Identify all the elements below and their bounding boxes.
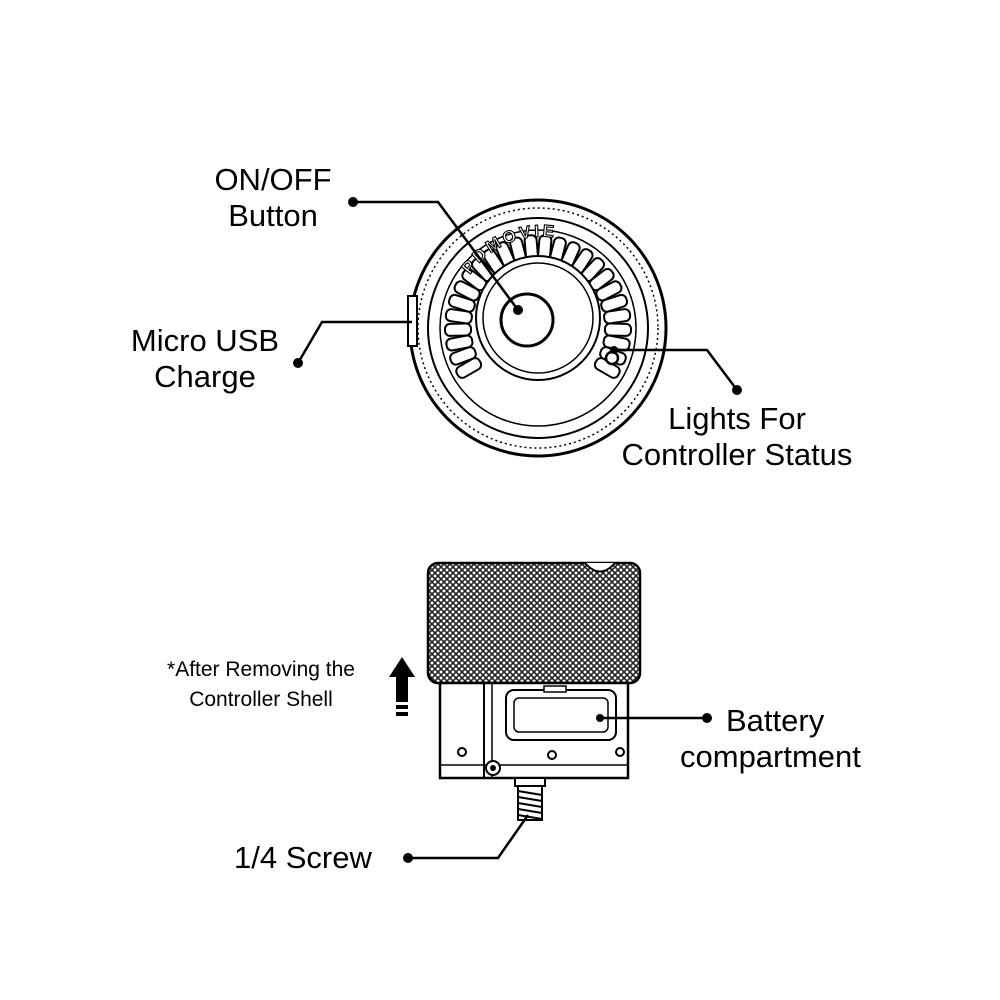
inner-rim bbox=[427, 217, 649, 439]
label-on-off-line2: Button bbox=[228, 198, 318, 233]
vent-slot bbox=[603, 322, 633, 337]
vent-slot bbox=[603, 308, 632, 325]
label-micro-usb-line2: Charge bbox=[154, 359, 256, 394]
label-shell-note: *After Removing the Controller Shell bbox=[136, 655, 386, 715]
label-note-line2: Controller Shell bbox=[189, 688, 333, 711]
vent-slot bbox=[447, 293, 476, 313]
leader-screw bbox=[408, 814, 530, 860]
label-lights-line2: Controller Status bbox=[621, 437, 853, 472]
side-leaders bbox=[408, 716, 707, 860]
label-note-line1: *After Removing the bbox=[167, 658, 355, 681]
vent-slot bbox=[600, 293, 629, 313]
vent-slot bbox=[449, 346, 477, 366]
label-screw: 1/4 Screw bbox=[234, 840, 372, 875]
status-light bbox=[604, 350, 620, 366]
top-leader-dots bbox=[293, 197, 742, 395]
button-surround-inner bbox=[482, 262, 594, 374]
side-leader-dots bbox=[403, 713, 712, 863]
leader-on-off bbox=[353, 200, 520, 311]
top-leaders bbox=[296, 200, 738, 391]
controller-side-view bbox=[426, 561, 642, 821]
label-battery: Battery compartment bbox=[680, 703, 900, 775]
label-micro-usb: Micro USB Charge bbox=[115, 323, 295, 395]
leader-lights bbox=[614, 348, 738, 391]
label-on-off-button: ON/OFF Button bbox=[198, 162, 348, 234]
label-battery-line2: compartment bbox=[680, 739, 861, 774]
up-arrow-icon bbox=[389, 657, 415, 716]
vent-slot bbox=[595, 280, 623, 302]
on-off-button bbox=[499, 292, 555, 348]
shell-notch bbox=[584, 562, 616, 573]
label-on-off-line1: ON/OFF bbox=[214, 162, 332, 197]
vent-slot bbox=[453, 280, 481, 302]
label-lights-line1: Lights For bbox=[668, 401, 806, 436]
vent-slot bbox=[455, 357, 483, 379]
label-micro-usb-line1: Micro USB bbox=[130, 323, 280, 358]
label-battery-line1: Battery bbox=[726, 703, 825, 738]
leader-micro-usb bbox=[296, 320, 412, 364]
face-ring bbox=[439, 229, 637, 427]
vent-slot bbox=[443, 322, 473, 337]
label-lights: Lights For Controller Status bbox=[592, 401, 882, 473]
knurled-shell bbox=[426, 561, 642, 685]
quarter-inch-screw bbox=[517, 785, 543, 821]
vent-slots bbox=[443, 234, 633, 379]
vent-slot bbox=[444, 308, 473, 325]
controller-top-view: PDMOVIE bbox=[407, 198, 668, 458]
vent-slot bbox=[445, 334, 474, 352]
